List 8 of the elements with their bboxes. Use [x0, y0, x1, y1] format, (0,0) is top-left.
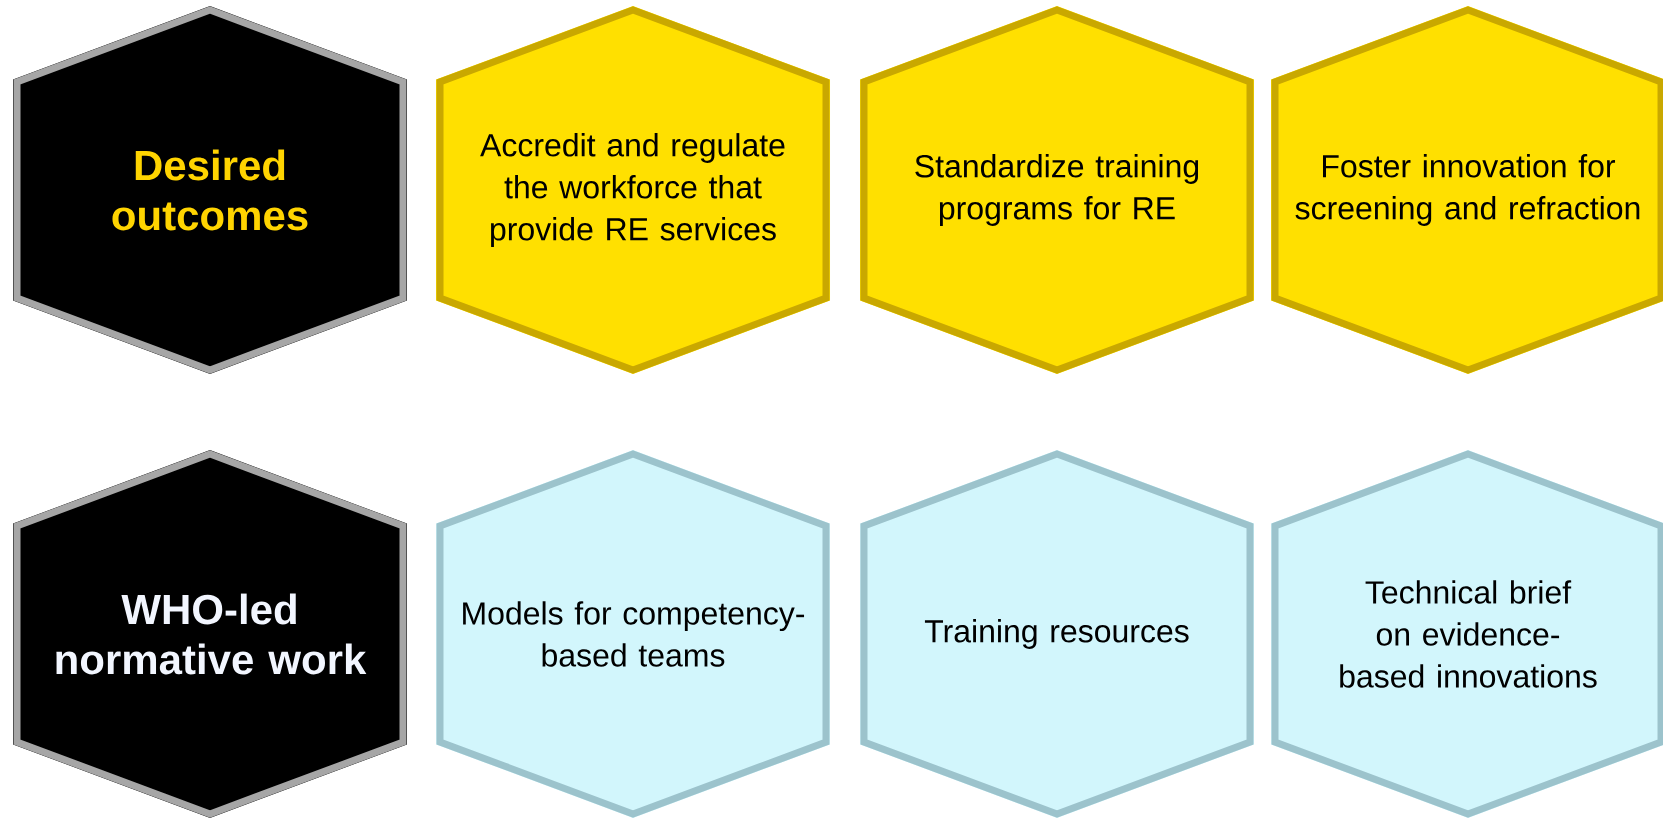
hexagon: Foster innovation for screening and refraction — [1271, 6, 1663, 374]
heading-hexagon: WHO-led normative work — [13, 450, 407, 818]
heading-hexagon: Desired outcomes — [13, 6, 407, 374]
hexagon: Standardize training programs for RE — [860, 6, 1254, 374]
hexagon: Models for competency-based teams — [436, 450, 830, 818]
hexagon: Accredit and regulate the workforce that provide RE services — [436, 6, 830, 374]
hexagon: Technical brief on evidence-based innovations — [1271, 450, 1663, 818]
hexagon: Training resources — [860, 450, 1254, 818]
